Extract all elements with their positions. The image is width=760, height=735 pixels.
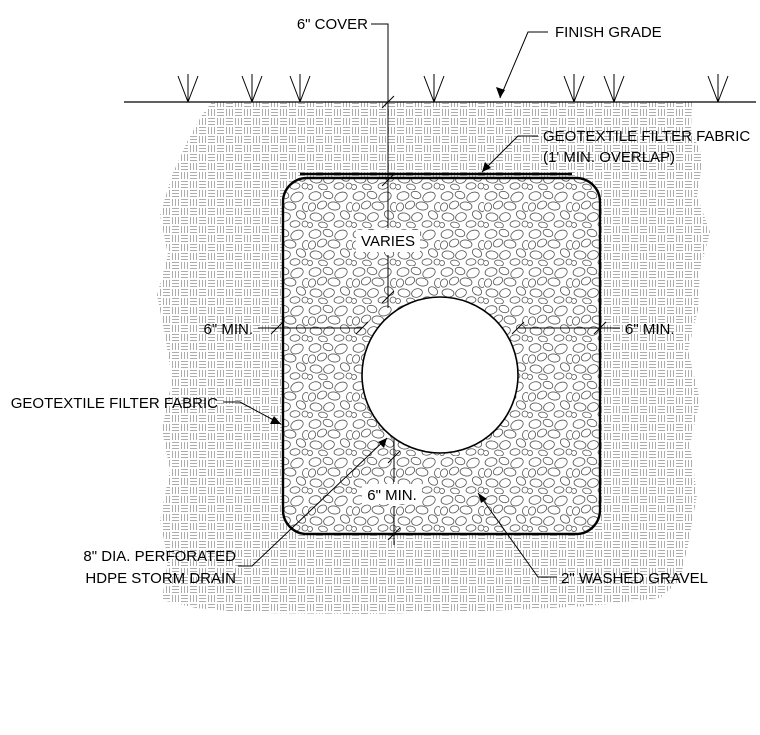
fabric-top-label-line1: GEOTEXTILE FILTER FABRIC [543, 128, 750, 145]
fabric-top-label-line2: (1' MIN. OVERLAP) [543, 149, 675, 166]
varies-label: VARIES [361, 233, 415, 250]
vertical-dimension [371, 23, 395, 308]
grass-symbols [177, 74, 729, 103]
gravel-label: 2" WASHED GRAVEL [561, 570, 708, 587]
fabric-left-label: GEOTEXTILE FILTER FABRIC [11, 395, 218, 412]
grass-icon [707, 74, 729, 103]
pipe-label-line2: HDPE STORM DRAIN [85, 570, 236, 587]
pipe-label-line1: 8" DIA. PERFORATED [83, 548, 236, 565]
grass-icon [563, 74, 585, 103]
grass-icon [289, 74, 311, 103]
bottom-dimension [387, 440, 401, 545]
leader-arrowheads [270, 87, 505, 503]
trench-fabric-outline [281, 176, 602, 536]
grass-icon [177, 74, 199, 103]
grass-icon [423, 74, 445, 103]
finish-grade-label: FINISH GRADE [555, 24, 662, 41]
min-left-label: 6" MIN. [204, 321, 254, 338]
min-bottom-label: 6" MIN. [367, 487, 417, 504]
leader-lines [223, 31, 557, 578]
cover-label: 6" COVER [297, 16, 368, 33]
grass-icon [241, 74, 263, 103]
perforated-pipe [361, 296, 519, 454]
min-right-label: 6" MIN. [625, 321, 675, 338]
horizontal-dimensions [258, 321, 620, 335]
grass-icon [603, 74, 625, 103]
